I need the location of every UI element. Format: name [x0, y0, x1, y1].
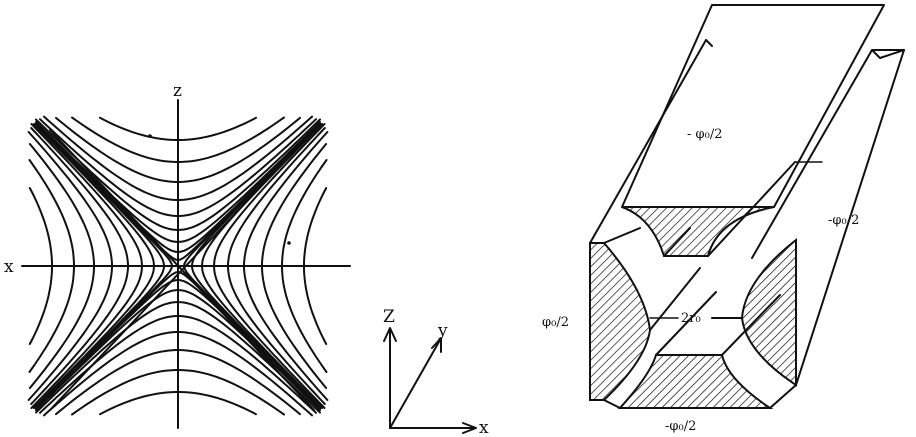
contour-line [39, 315, 317, 414]
bottom-electrode-corner-right [769, 384, 797, 409]
stray-dot [287, 241, 291, 245]
left-electrode: φ₀/2 [542, 39, 713, 401]
contour-curves [27, 115, 329, 417]
contour-line [227, 127, 326, 405]
left-electrode-label: φ₀/2 [542, 315, 569, 330]
axis-y-label: y [437, 321, 448, 341]
contour-line [99, 391, 257, 416]
contour-line [27, 131, 113, 401]
left-electrode-corner [705, 39, 713, 47]
top-electrode-tip-edge-left [663, 227, 691, 257]
gap-label: 2r₀ [681, 311, 701, 326]
contour-line [55, 116, 301, 183]
left-electrode-cross-section [589, 242, 652, 401]
right-electrode-corner [871, 49, 905, 59]
top-electrode-label: - φ₀/2 [687, 127, 723, 142]
stray-dot [148, 134, 152, 138]
axis-x-label: x [479, 418, 489, 437]
bottom-electrode-side-edge [721, 294, 781, 356]
contour-line [213, 123, 326, 409]
contour-line [43, 115, 313, 201]
contour-line [55, 349, 301, 416]
contour-plot: z x [4, 81, 351, 429]
right-electrode-cross-section [740, 237, 797, 387]
contour-line [39, 118, 317, 217]
contour-line [35, 301, 321, 414]
contour-line [261, 143, 328, 389]
contour-line [281, 159, 328, 373]
top-electrode-outline [621, 4, 885, 208]
coordinate-axes: Z y x [383, 307, 489, 437]
contour-line [243, 131, 329, 401]
axis-y-line [389, 339, 441, 429]
contour-line [30, 127, 129, 405]
axis-y-arrow-icon [431, 337, 442, 353]
contour-x-axis-label: x [4, 257, 14, 277]
contour-z-axis-label: z [173, 81, 182, 101]
right-electrode-outline [751, 49, 905, 386]
contour-line [35, 122, 321, 253]
electrode-assembly: - φ₀/2 φ₀/2 -φ₀/2 -φ₀/2 [542, 4, 905, 434]
bottom-electrode: -φ₀/2 [603, 291, 797, 434]
contour-line [35, 279, 321, 410]
left-electrode-tip-edge [649, 267, 701, 331]
top-electrode-cross-section [621, 206, 775, 257]
contour-line [28, 159, 75, 373]
contour-line [71, 369, 285, 416]
bottom-electrode-label: -φ₀/2 [665, 419, 696, 434]
left-electrode-top-edge [603, 227, 641, 244]
axis-z-arrow-icon [383, 327, 397, 342]
contour-line [201, 123, 323, 409]
axis-z-label: Z [383, 307, 395, 327]
contour-line [43, 331, 313, 417]
bottom-electrode-tip-edge [655, 291, 717, 356]
contour-line [33, 123, 155, 409]
gap-marker: 2r₀ [649, 311, 743, 326]
contour-line [35, 289, 321, 411]
bottom-electrode-cross-section [617, 354, 774, 409]
contour-line [34, 123, 165, 409]
bottom-electrode-corner [603, 399, 621, 409]
top-electrode-tip-edge [707, 161, 796, 257]
contour-line [28, 143, 95, 389]
right-electrode-label: -φ₀/2 [828, 213, 859, 228]
contour-line [71, 116, 285, 163]
top-electrode: - φ₀/2 [621, 4, 885, 257]
left-electrode-back-edge [589, 39, 707, 244]
contour-line [99, 116, 257, 141]
contour-line [191, 123, 322, 409]
contour-line [35, 121, 321, 243]
axis-x-arrow-icon [462, 422, 477, 434]
contour-line [28, 187, 53, 345]
contour-line [303, 187, 328, 345]
contour-line [30, 123, 143, 409]
contour-line [35, 118, 321, 231]
